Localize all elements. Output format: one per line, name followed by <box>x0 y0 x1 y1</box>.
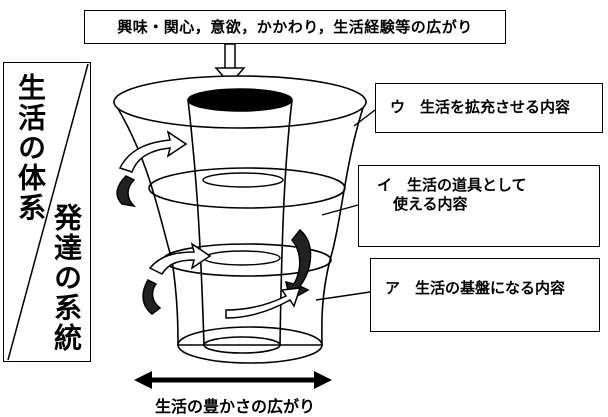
top-label-text: 興味・関心，意欲，かかわり，生活経験等の広がり <box>117 17 473 36</box>
left-panel-lower-text: 発達の系統 <box>50 203 83 353</box>
inner-cylinder <box>187 88 293 354</box>
box-a-text: ア 生活の基盤になる内容 <box>385 279 566 297</box>
ring-upper <box>148 167 346 209</box>
left-panel-upper-text: 生活の体系 <box>14 73 47 223</box>
outer-rim-bottom <box>177 326 323 364</box>
left-panel: 生活の体系 発達の系統 <box>3 62 91 362</box>
bottom-double-arrow <box>134 371 332 389</box>
box-i-line2: 使える内容 <box>393 194 468 213</box>
box-a: ア 生活の基盤になる内容 <box>370 258 600 332</box>
leader-lines <box>315 109 376 301</box>
top-label-box: 興味・関心，意欲，かかわり，生活経験等の広がり <box>84 10 506 44</box>
left-panel-divider <box>7 63 89 361</box>
spiral-arrows <box>116 130 312 319</box>
box-u: ウ 生活を拡充させる内容 <box>375 83 603 133</box>
box-i-line1: イ 生活の道具として <box>377 176 527 194</box>
box-i: イ 生活の道具として 使える内容 <box>358 165 600 247</box>
box-u-text: ウ 生活を拡充させる内容 <box>390 98 571 116</box>
bottom-label: 生活の豊かさの広がり <box>154 397 315 416</box>
